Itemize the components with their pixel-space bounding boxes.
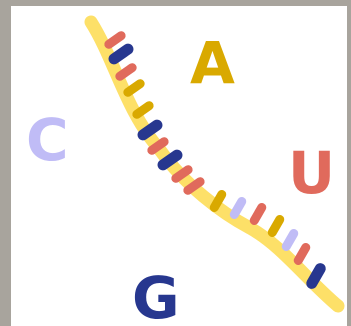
cytosine-letter: C [26,106,69,174]
cytosine-base [228,195,248,220]
adenine-base [266,213,286,238]
adenine-letter: A [190,29,235,97]
uracil-base [248,201,268,226]
cytosine-base [280,227,300,252]
guanine-letter: G [132,264,180,326]
uracil-base [292,241,312,266]
uracil-letter: U [288,139,335,207]
